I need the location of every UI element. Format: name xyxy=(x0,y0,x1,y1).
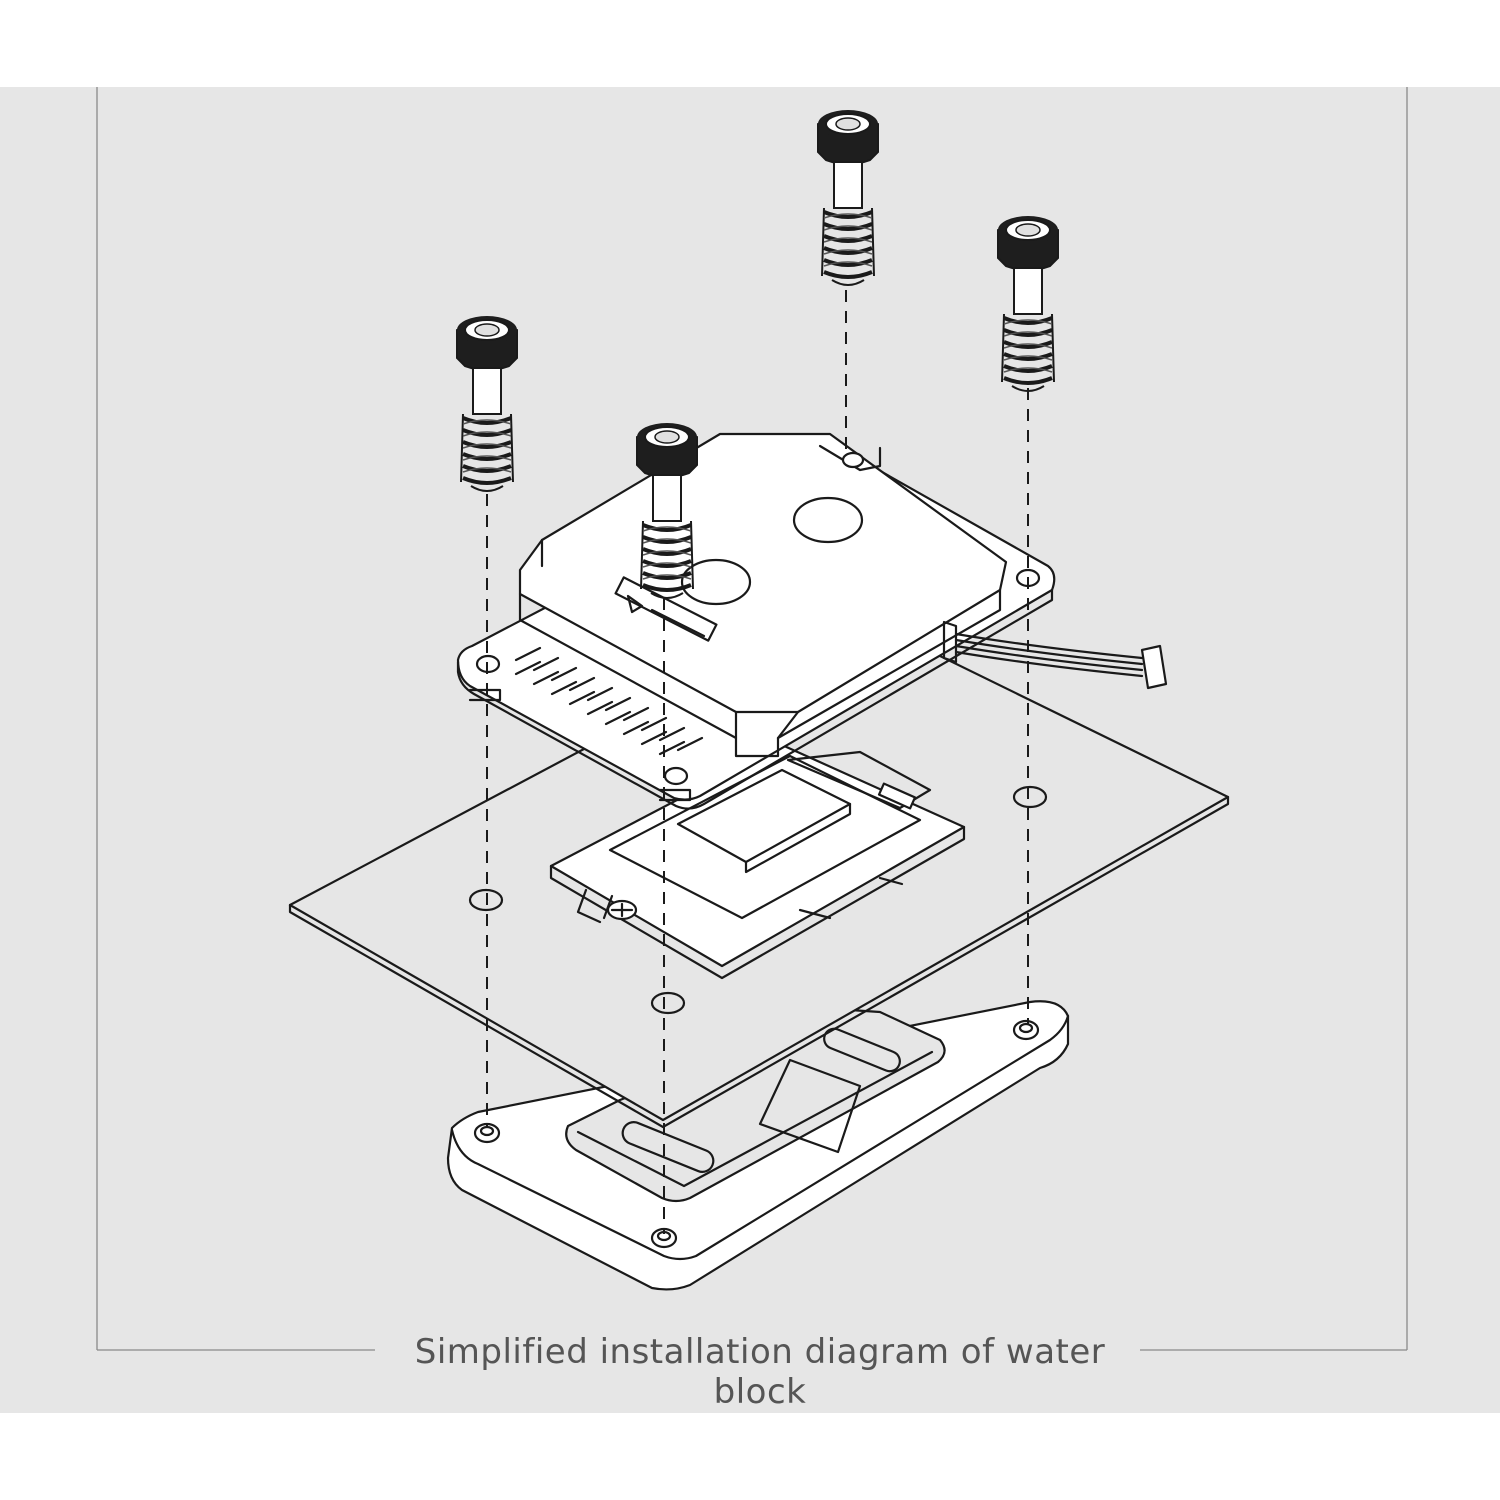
outlet-port xyxy=(792,496,864,544)
diagram-caption: Simplified installation diagram of water… xyxy=(414,1332,1106,1412)
backplate-standoff xyxy=(473,1019,1040,1249)
alignment-guides xyxy=(486,290,1029,1234)
diagram-frame xyxy=(96,87,1408,1351)
screw-with-spring xyxy=(816,108,880,287)
mount-hole xyxy=(650,991,686,1015)
rgb-cable xyxy=(942,620,1168,690)
mount-hole xyxy=(1012,785,1048,809)
screw-with-spring xyxy=(996,214,1060,393)
water-block xyxy=(456,432,1168,810)
backplate xyxy=(446,1000,1070,1291)
inlet-port xyxy=(680,558,752,606)
cable-connector xyxy=(1140,644,1168,690)
brand-plate xyxy=(614,576,718,642)
screw-with-spring xyxy=(455,314,519,493)
cooling-fins xyxy=(514,646,704,756)
